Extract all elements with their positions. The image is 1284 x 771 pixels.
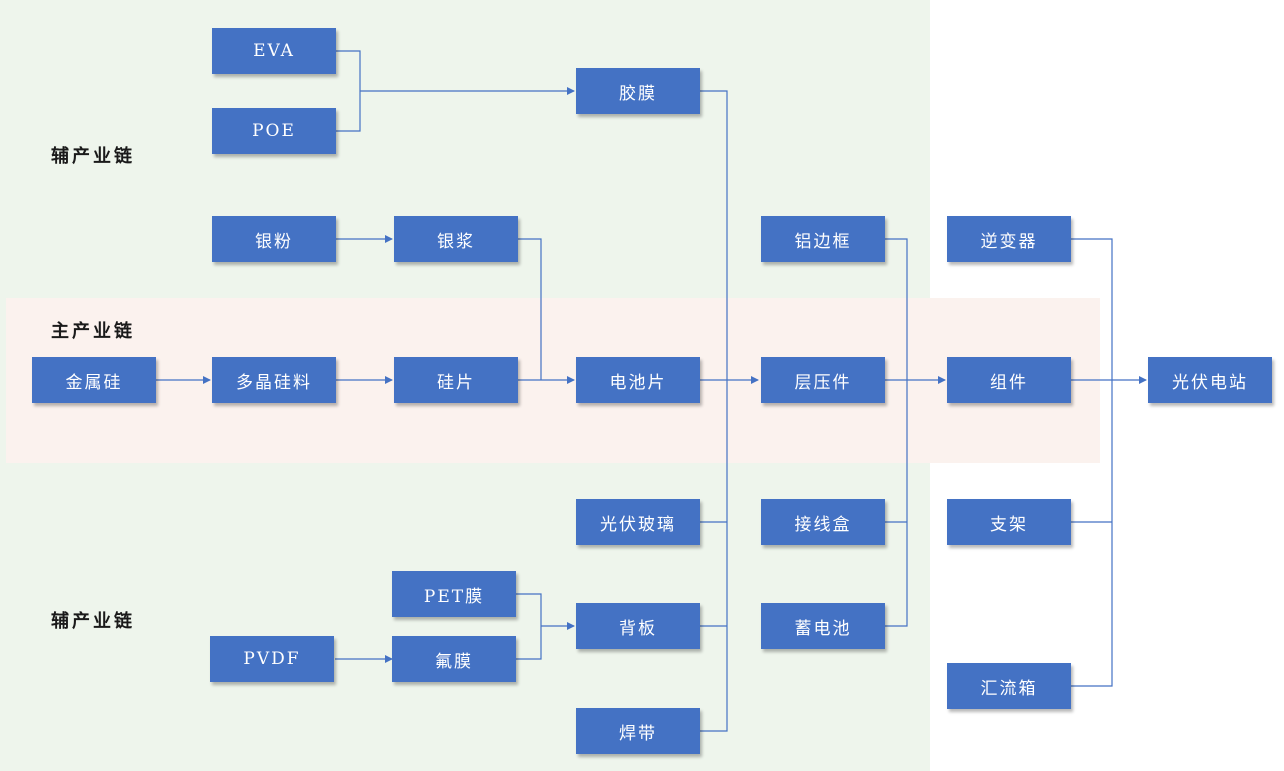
- node-jiaomo: 胶膜: [576, 68, 700, 114]
- node-dianchipian: 电池片: [576, 357, 700, 403]
- aux-chain-label-top: 辅产业链: [51, 146, 135, 167]
- node-petmo: PET膜: [392, 571, 516, 617]
- node-guangfuboli: 光伏玻璃: [576, 499, 700, 545]
- aux-chain-label-bottom: 辅产业链: [51, 611, 135, 632]
- edge-column-guangfudianzhan: [1071, 238, 1146, 687]
- node-guangfudianzhan: 光伏电站: [1148, 357, 1272, 403]
- edge-pet-fumo-beiban: [516, 593, 574, 660]
- edge-eva-poe-jiaomo: [336, 50, 574, 132]
- node-beiban: 背板: [576, 603, 700, 649]
- edge-yinjiang-guipian-dianchi: [516, 238, 574, 380]
- node-pvdf: PVDF: [210, 636, 334, 682]
- edge-column-cengyajian: [700, 90, 758, 732]
- node-cengyajian: 层压件: [761, 357, 885, 403]
- main-chain-label: 主产业链: [51, 321, 135, 342]
- node-jiexianhe: 接线盒: [761, 499, 885, 545]
- edge-column-zujian: [885, 238, 945, 627]
- node-zhijia: 支架: [947, 499, 1071, 545]
- node-fumo: 氟膜: [392, 636, 516, 682]
- node-nibianqi: 逆变器: [947, 216, 1071, 262]
- node-guipian: 硅片: [394, 357, 518, 403]
- node-yinfen: 银粉: [212, 216, 336, 262]
- node-lvbiankuang: 铝边框: [761, 216, 885, 262]
- node-duojingguiliao: 多晶硅料: [212, 357, 336, 403]
- node-poe: POE: [212, 108, 336, 154]
- node-yinjiang: 银浆: [394, 216, 518, 262]
- node-handai: 焊带: [576, 708, 700, 754]
- node-zujian: 组件: [947, 357, 1071, 403]
- node-xudianchi: 蓄电池: [761, 603, 885, 649]
- node-eva: EVA: [212, 28, 336, 74]
- node-huilixiang: 汇流箱: [947, 663, 1071, 709]
- node-jinshugui: 金属硅: [32, 357, 156, 403]
